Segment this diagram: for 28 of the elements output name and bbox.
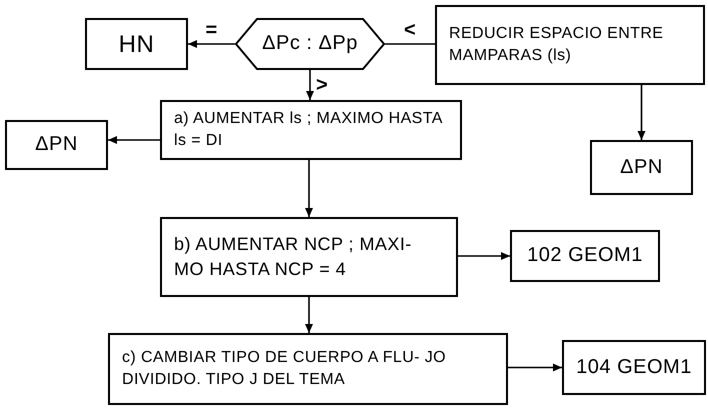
process-box [160,217,458,297]
node-text: b) AUMENTAR NCP ; MAXI- MO HASTA NCP = 4 [174,233,413,281]
node-text: REDUCIR ESPACIO ENTRE MAMPARAS (ls) [449,24,664,66]
node-text: 104 GEOM1 [575,354,693,380]
result-box [5,120,108,170]
node-text: 102 GEOM1 [526,243,644,268]
result-box [510,230,660,282]
node-text: ΔPc : ΔPp [262,31,358,56]
process-box [108,333,508,405]
decision-hexagon [235,18,385,70]
arrow [108,136,160,144]
arrow [305,160,313,217]
arrow [188,40,235,48]
result-box [562,340,706,395]
node-text: c) CAMBIAR TIPO DE CUERPO A FLU- JO DIVIDIDO. TIPO J DEL TEMA [122,348,447,390]
arrow [508,364,562,372]
node-text: ΔPN [34,132,79,158]
arrow [638,85,646,140]
result-box [590,140,693,195]
node-text: ΔPN [619,154,664,180]
arrow [458,252,510,260]
process-box [160,100,462,160]
result-box [85,18,188,70]
node-text: HN [118,30,156,60]
node-text: a) AUMENTAR ls ; MAXIMO HASTA ls = DI [174,109,444,151]
arrow [306,70,314,100]
process-box [435,5,705,85]
arrow [305,297,313,333]
